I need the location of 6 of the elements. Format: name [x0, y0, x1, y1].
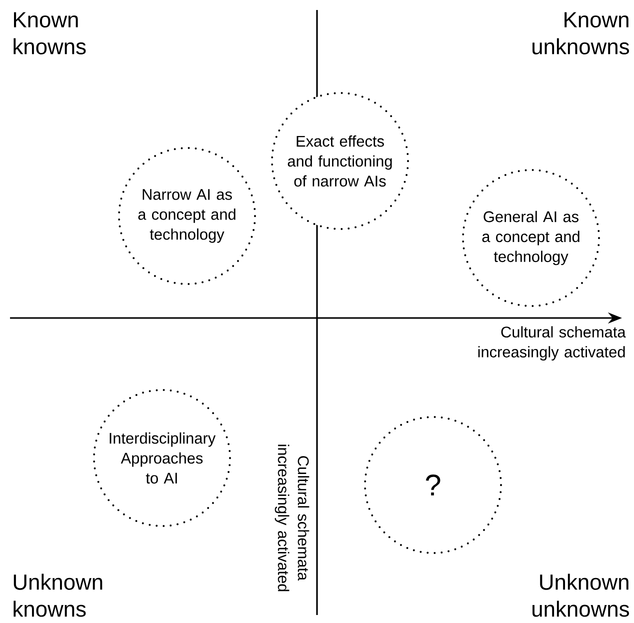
axis-label: Cultural schemata increasingly activated	[478, 326, 626, 360]
quadrant-label: Known unknowns	[532, 12, 629, 54]
axis-label: Cultural schemata increasingly activated	[274, 444, 310, 592]
quadrant-label: Known knowns	[14, 12, 86, 54]
quadrant-label: Unknown knowns	[14, 574, 102, 617]
quadrant-label: Unknown unknowns	[532, 574, 629, 617]
